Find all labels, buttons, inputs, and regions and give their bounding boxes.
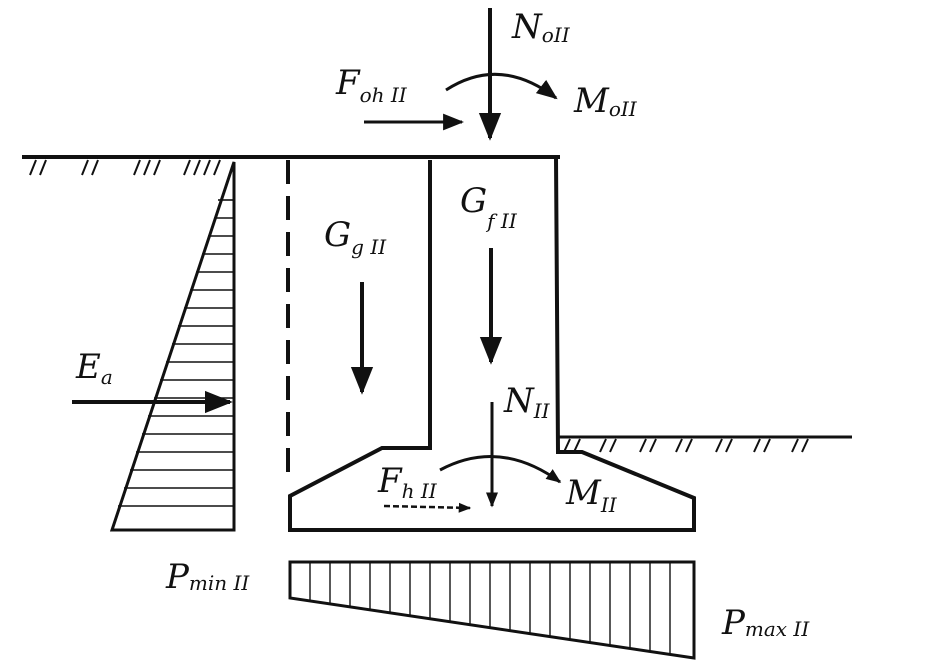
arrow-m-ii bbox=[439, 455, 562, 484]
earth-pressure-diagram bbox=[109, 161, 236, 532]
base-pressure-hatching bbox=[309, 562, 671, 655]
label-e-a: Ea bbox=[75, 347, 113, 389]
label-m-oii: MoII bbox=[573, 81, 638, 121]
label-f-hii: Fh II bbox=[377, 461, 438, 503]
label-m-ii: MII bbox=[565, 473, 618, 517]
arrow-m-oii bbox=[445, 72, 558, 100]
soil-hatching-top bbox=[29, 159, 221, 176]
ground-line-right bbox=[558, 435, 852, 453]
label-n-oii: NoII bbox=[511, 7, 571, 47]
soil-hatching-right bbox=[563, 438, 809, 453]
label-g-gii: Gg II bbox=[324, 215, 387, 259]
arrow-f-hii bbox=[383, 502, 472, 513]
label-p-max: Pmax II bbox=[721, 603, 810, 643]
foundation-outline bbox=[288, 156, 696, 532]
label-g-fii: Gf II bbox=[460, 181, 518, 233]
label-n-ii: NII bbox=[503, 381, 551, 423]
label-f-ohii: Foh II bbox=[335, 63, 408, 107]
base-pressure-diagram bbox=[288, 560, 696, 660]
earth-pressure-hatching bbox=[118, 199, 234, 507]
ground-line-top bbox=[22, 155, 560, 176]
label-p-min: Pmin II bbox=[165, 557, 250, 597]
